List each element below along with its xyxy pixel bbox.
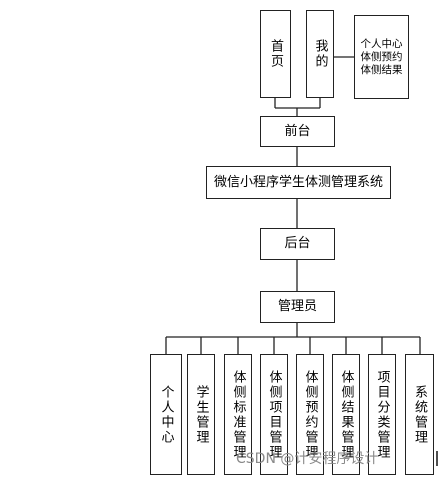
backend-node: 后台 xyxy=(260,228,335,260)
module-node: 项目分类管理 xyxy=(368,354,396,475)
mine-detail-3: 体侧结果 xyxy=(360,63,403,76)
mine-detail-2: 体侧预约 xyxy=(360,50,403,63)
frontend-label: 前台 xyxy=(284,123,311,139)
mine-label: 我的 xyxy=(312,39,328,69)
module-node: 学生管理 xyxy=(187,354,215,475)
module-label: 项目分类管理 xyxy=(374,369,390,460)
watermark: CSDN @计安程序设计 xyxy=(236,451,379,467)
module-node: 系统管理 xyxy=(405,354,434,475)
system-node: 微信小程序学生体测管理系统 xyxy=(206,166,391,199)
mine-details-node: 个人中心 体侧预约 体侧结果 xyxy=(354,15,409,99)
module-label: 体侧标准管理 xyxy=(230,369,246,460)
admin-label: 管理员 xyxy=(277,299,317,314)
module-node: 个人中心 xyxy=(150,354,182,475)
module-node: 体侧项目管理 xyxy=(260,354,288,475)
home-label: 首页 xyxy=(268,39,283,69)
home-node: 首页 xyxy=(260,10,291,98)
frontend-node: 前台 xyxy=(260,116,335,147)
module-label: 学生管理 xyxy=(193,384,209,445)
backend-label: 后台 xyxy=(284,236,311,251)
module-node: 体侧预约管理 xyxy=(296,354,324,475)
mine-detail-1: 个人中心 xyxy=(360,37,403,50)
module-node: 体侧标准管理 xyxy=(224,354,252,475)
module-node: 体侧结果管理 xyxy=(332,354,360,475)
module-label: 个人中心 xyxy=(158,384,174,445)
module-label: 系统管理 xyxy=(412,384,427,445)
module-label: 体侧结果管理 xyxy=(338,369,354,460)
module-label: 体侧项目管理 xyxy=(266,369,282,460)
admin-node: 管理员 xyxy=(260,291,335,323)
system-label: 微信小程序学生体测管理系统 xyxy=(213,174,383,190)
mine-node: 我的 xyxy=(306,10,334,98)
module-label: 体侧预约管理 xyxy=(302,369,318,460)
